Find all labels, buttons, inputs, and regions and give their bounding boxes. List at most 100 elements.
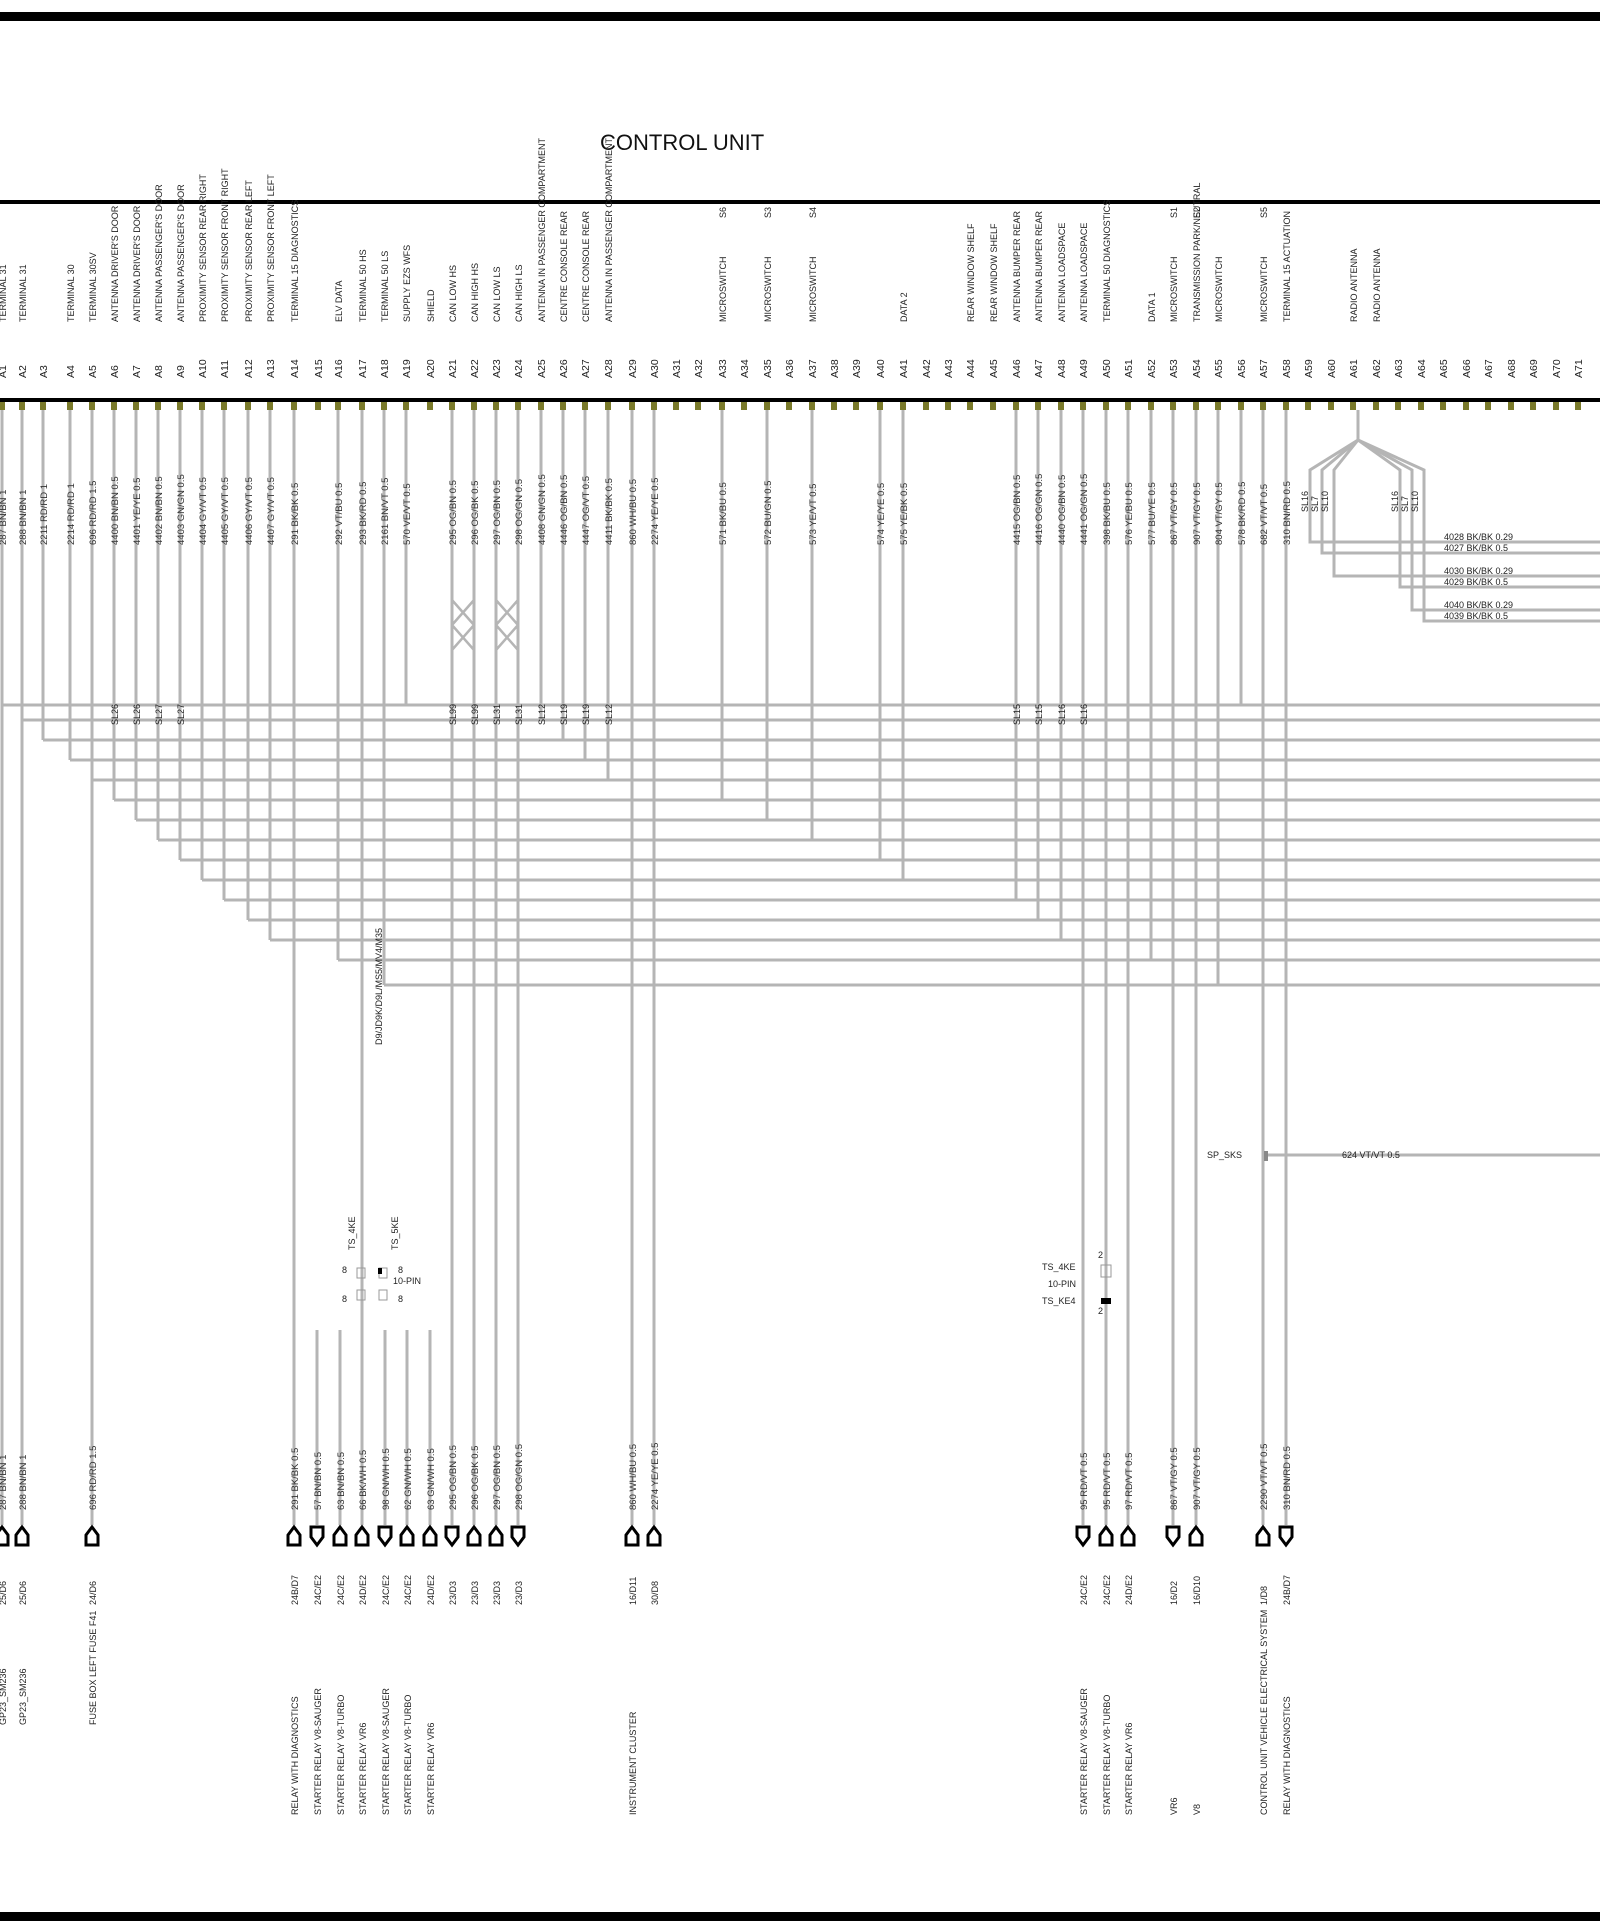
bottom-wire-label-15: 97 RD/VT 0.5 <box>1124 1453 1135 1510</box>
pin-function-A33: MICROSWITCH <box>718 257 728 323</box>
pin-id-A66: A66 <box>1461 359 1473 378</box>
pin-function-A2: TERMINAL 31 <box>18 264 28 322</box>
pin-marker-A2 <box>19 402 25 410</box>
pin-id-A59: A59 <box>1303 359 1315 378</box>
pin-marker-A56 <box>1238 402 1244 410</box>
pin-marker-A24 <box>515 402 521 410</box>
pin-marker-A32 <box>695 402 701 410</box>
pin-function-A8: ANTENNA PASSENGER'S DOOR <box>154 184 164 322</box>
antenna-wire-label-1: 4027 BK/BK 0.5 <box>1444 543 1508 553</box>
bottom-conn-17: 16/D10 <box>1192 1576 1202 1605</box>
terminal-symbol-A1 <box>0 1524 10 1547</box>
shield-label-A49: SL16 <box>1079 704 1089 725</box>
pin-id-A14: A14 <box>289 359 301 378</box>
pin-function-A12: PROXIMITY SENSOR REAR LEFT <box>244 180 254 322</box>
pin-marker-A28 <box>605 402 611 410</box>
wire-label-A25: 4408 GN/GN 0.5 <box>537 474 548 545</box>
bottom-conn-5: 24C/E2 <box>403 1575 413 1605</box>
bottom-wire-label-2: 63 BN/BN 0.5 <box>336 1452 347 1510</box>
pin-marker-A14 <box>291 402 297 410</box>
wire-label-A54: 907 VT/GY 0.5 <box>1192 482 1203 545</box>
pin-marker-A53 <box>1170 402 1176 410</box>
pin-id-A70: A70 <box>1551 359 1563 378</box>
pin-id-A37: A37 <box>807 359 819 378</box>
pin-marker-A20 <box>427 402 433 410</box>
bottom-wire-label-A2: 288 BN/BN 1 <box>18 1455 29 1510</box>
switch-id-A35: S3 <box>763 207 773 218</box>
antenna-sl-left-2: SL10 <box>1320 491 1330 512</box>
pin-id-A2: A2 <box>17 365 29 378</box>
pin-id-A21: A21 <box>447 359 459 378</box>
pin-marker-A26 <box>560 402 566 410</box>
pin-marker-A45 <box>990 402 996 410</box>
antenna-sl-right-0: SL16 <box>1390 491 1400 512</box>
pin-id-A50: A50 <box>1101 359 1113 378</box>
svg-text:TS_KE4: TS_KE4 <box>1042 1296 1076 1306</box>
pin-id-A12: A12 <box>243 359 255 378</box>
terminal-symbol-1 <box>309 1525 325 1548</box>
wire-label-A22: 296 OG/BK 0.5 <box>470 481 481 545</box>
antenna-wire-label-3: 4029 BK/BK 0.5 <box>1444 577 1508 587</box>
wire-label-A50: 398 BK/BU 0.5 <box>1102 482 1113 545</box>
pin-id-A56: A56 <box>1236 359 1248 378</box>
bottom-wire-label-A1: 287 BN/BN 1 <box>0 1455 9 1510</box>
svg-text:10-PIN: 10-PIN <box>393 1276 421 1286</box>
pin-marker-A23 <box>493 402 499 410</box>
bottom-wire-label-3: 66 BK/WH 0.5 <box>358 1450 369 1510</box>
shield-label-A21: SL99 <box>448 704 458 725</box>
pin-function-A49: ANTENNA LOADSPACE <box>1079 223 1089 322</box>
pin-id-A20: A20 <box>425 359 437 378</box>
pin-id-A52: A52 <box>1146 359 1158 378</box>
wire-label-A27: 4447 OG/VT 0.5 <box>581 476 592 545</box>
wire-label-A16: 292 VT/BU 0.5 <box>334 483 345 545</box>
pin-marker-A46 <box>1013 402 1019 410</box>
wire-label-A53: 867 VT/GY 0.5 <box>1169 482 1180 545</box>
pin-function-A50: TERMINAL 50 DIAGNOSTICS <box>1102 200 1112 322</box>
shield-label-A25: SL12 <box>537 704 547 725</box>
bottom-dest-1: STARTER RELAY V8-SAUGER <box>313 1688 323 1815</box>
bottom-conn-18: 1/D8 <box>1259 1586 1269 1605</box>
wire-label-A23: 297 OG/BN 0.5 <box>492 480 503 545</box>
bottom-conn-10: 23/D3 <box>514 1581 524 1605</box>
pin-marker-A69 <box>1530 402 1536 410</box>
bottom-conn-3: 24D/E2 <box>358 1575 368 1605</box>
bottom-conn-19: 24B/D7 <box>1282 1575 1292 1605</box>
bottom-dest-17: V8 <box>1192 1804 1202 1815</box>
pin-marker-A19 <box>403 402 409 410</box>
bottom-wire-label-13: 95 RD/VT 0.5 <box>1079 1453 1090 1510</box>
terminal-symbol-15 <box>1120 1524 1136 1547</box>
shield-label-A8: SL27 <box>154 704 164 725</box>
terminal-symbol-14 <box>1098 1524 1114 1547</box>
pin-marker-A16 <box>335 402 341 410</box>
pin-marker-A3 <box>40 402 46 410</box>
pin-id-A33: A33 <box>717 359 729 378</box>
wire-label-A37: 573 YE/VT 0.5 <box>808 484 819 545</box>
pin-id-A57: A57 <box>1258 359 1270 378</box>
pin-function-A58: TERMINAL 15 ACTUATION <box>1282 211 1292 322</box>
pin-id-A29: A29 <box>627 359 639 378</box>
pin-marker-A30 <box>651 402 657 410</box>
bottom-conn-15: 24D/E2 <box>1124 1575 1134 1605</box>
pin-function-A28: ANTENNA IN PASSENGER COMPARTMENT <box>604 137 614 322</box>
pin-marker-A59 <box>1305 402 1311 410</box>
pin-marker-A67 <box>1485 402 1491 410</box>
pin-id-A55: A55 <box>1213 359 1225 378</box>
switch-id-A33: S6 <box>718 207 728 218</box>
svg-text:TS_4KE: TS_4KE <box>1042 1262 1076 1272</box>
wire-label-A55: 804 VT/GY 0.5 <box>1214 482 1225 545</box>
pin-marker-A17 <box>359 402 365 410</box>
shield-label-A27: SL19 <box>581 704 591 725</box>
pin-id-A51: A51 <box>1123 359 1135 378</box>
pin-id-A48: A48 <box>1056 359 1068 378</box>
bottom-wire-label-8: 296 OG/BK 0.5 <box>470 1446 481 1510</box>
pin-function-A21: CAN LOW HS <box>448 265 458 322</box>
terminal-symbol-12 <box>646 1524 662 1547</box>
pin-function-A53: MICROSWITCH <box>1169 257 1179 323</box>
terminal-symbol-7 <box>444 1525 460 1548</box>
wire-label-A4: 2214 RD/RD 1 <box>66 483 77 545</box>
pin-marker-A15 <box>315 402 321 410</box>
switch-id-A53: S1 <box>1169 207 1179 218</box>
pin-id-A45: A45 <box>988 359 1000 378</box>
pin-marker-A10 <box>199 402 205 410</box>
